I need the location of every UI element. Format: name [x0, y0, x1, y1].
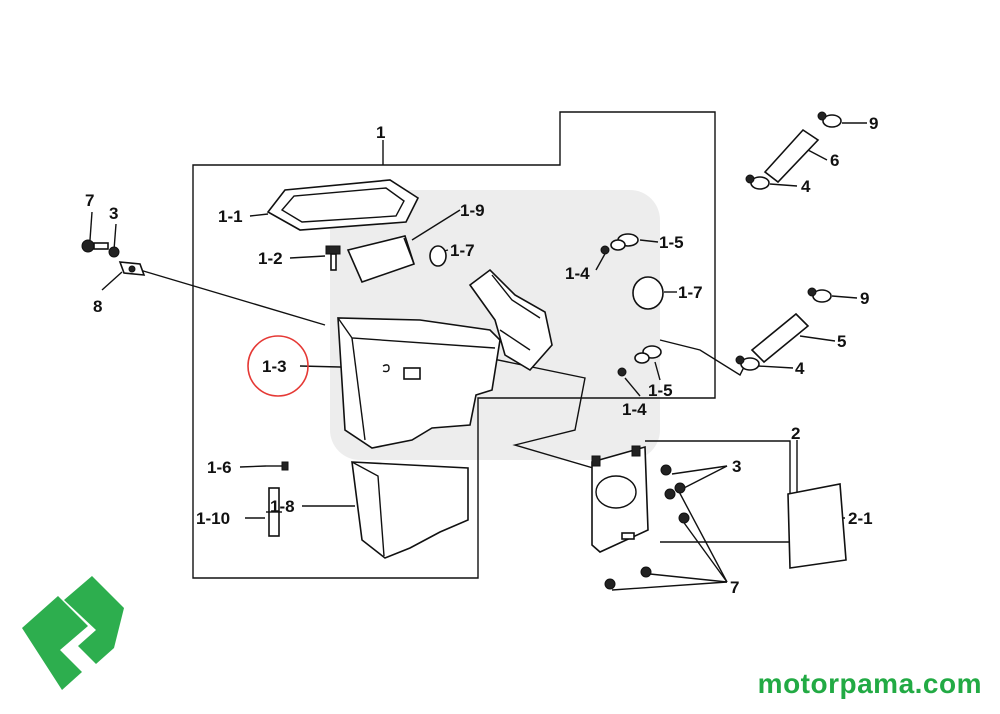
label-1-9: 1-9 [460, 201, 485, 220]
part-4-clamp-lower [735, 355, 760, 371]
callout-labels: 1 1-1 1-2 1-3 1-4 1-4 1-5 1-5 1-6 1-7 1-… [85, 114, 878, 597]
label-1-3: 1-3 [262, 357, 287, 376]
label-3-right: 3 [732, 457, 741, 476]
part-1-1-cover [266, 179, 420, 231]
part-7-bolts-right [604, 482, 690, 590]
label-6: 6 [830, 151, 839, 170]
part-1-7-ring-upper [429, 245, 447, 267]
part-1-5-clamp-lower [634, 345, 662, 364]
label-7-left: 7 [85, 191, 94, 210]
part-2-1-cover [787, 483, 847, 569]
label-1-5-lower: 1-5 [648, 381, 673, 400]
label-1-1: 1-1 [218, 207, 243, 226]
label-4-upper: 4 [801, 177, 811, 196]
part-1-4-clip-lower [617, 367, 627, 377]
part-1-8-lower-cover [351, 461, 469, 559]
group-outline-2 [645, 440, 791, 543]
label-9-upper: 9 [869, 114, 878, 133]
part-1-5-clamp-upper [610, 233, 639, 251]
label-7-right: 7 [730, 578, 739, 597]
label-1-4-upper: 1-4 [565, 264, 590, 283]
part-1-9-filter [346, 235, 416, 283]
part-1-4-clip-upper [600, 245, 610, 255]
part-1-2-screw [325, 245, 341, 271]
label-2-1: 2-1 [848, 509, 873, 528]
part-6-hose [763, 128, 820, 184]
label-1-2: 1-2 [258, 249, 283, 268]
part-1-7-ring-lower [632, 276, 664, 310]
label-2: 2 [791, 424, 800, 443]
brand-logo-mp [22, 576, 124, 690]
part-1-3-airbox [337, 317, 501, 449]
label-1-7-lower: 1-7 [678, 283, 703, 302]
part-9-clamp-upper [817, 111, 842, 128]
label-1-10: 1-10 [196, 509, 230, 528]
label-9-lower: 9 [860, 289, 869, 308]
part-1-6-drain [266, 461, 289, 471]
part-intake-duct [468, 268, 553, 372]
part-9-clamp-lower [807, 287, 832, 303]
part-3-washers-right [660, 464, 676, 500]
part-5-hose [750, 312, 810, 364]
part-2-bracket [591, 445, 649, 553]
label-1-4-lower: 1-4 [622, 400, 647, 419]
highlight-circle [247, 335, 309, 397]
label-1-7-upper: 1-7 [450, 241, 475, 260]
part-3-washer-left [108, 246, 120, 258]
label-3-left: 3 [109, 204, 118, 223]
part-7-bolt-left [81, 239, 109, 253]
label-4-lower: 4 [795, 359, 805, 378]
label-1-6: 1-6 [207, 458, 232, 477]
watermark-domain: motorpama.com [757, 668, 982, 699]
label-8: 8 [93, 297, 102, 316]
label-1: 1 [376, 123, 385, 142]
part-8-bracket-left [118, 261, 146, 276]
label-1-8: 1-8 [270, 497, 295, 516]
label-5: 5 [837, 332, 846, 351]
group-outline-1 [192, 111, 716, 579]
part-4-clamp-upper [745, 174, 770, 190]
part-1-10-tube [266, 487, 282, 537]
label-1-5-upper: 1-5 [659, 233, 684, 252]
